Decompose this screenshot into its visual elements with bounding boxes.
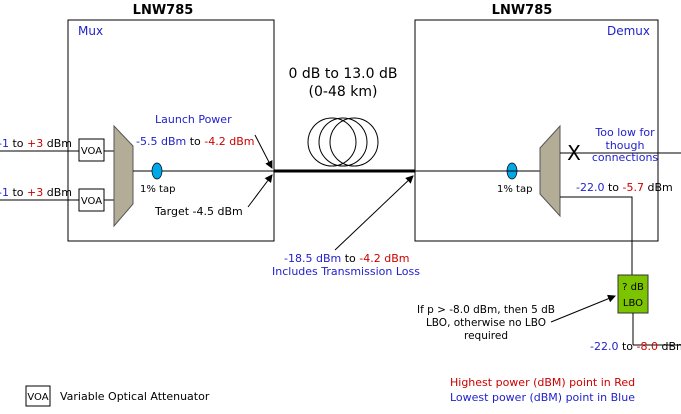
legend-voa-key-label: VOA [27, 392, 48, 403]
lbo-box [617, 274, 649, 314]
lbo-line1: ? dB [622, 282, 644, 293]
lbo-line2: LBO [623, 298, 643, 309]
legend-voa-key [25, 385, 51, 407]
input-2-range: -1 to +3 dBm [0, 186, 72, 199]
lbo-note-line1: If p > -8.0 dBm, then 5 dB [417, 304, 555, 316]
tap-left [151, 162, 163, 180]
voa-1 [78, 138, 105, 162]
mux-shape [113, 124, 134, 228]
span-loss: 0 dB to 13.0 dB [289, 66, 398, 82]
demux-out-range: -22.0 to -5.7 dBm [576, 181, 673, 194]
demux-box [414, 19, 659, 242]
too-low-line1: Too low for [594, 126, 655, 139]
right-node-title: LNW785 [492, 3, 553, 18]
launch-power-range: -5.5 dBm to -4.2 dBm [136, 135, 254, 148]
launch-power-label: Launch Power [155, 113, 232, 126]
received-note: Includes Transmission Loss [272, 265, 420, 278]
left-node-title: LNW785 [133, 3, 194, 18]
tap-right-label: 1% tap [497, 184, 532, 195]
blocked-mark: X [567, 141, 581, 165]
fiber-coil-icon [307, 117, 379, 167]
target-label: Target -4.5 dBm [154, 205, 243, 218]
demux-shape [539, 124, 561, 218]
lbo-note-line3: required [464, 330, 508, 342]
voa-1-label: VOA [81, 146, 102, 157]
too-low-line2: though [606, 139, 645, 152]
demux-label: Demux [607, 24, 650, 38]
lbo-note-line2: LBO, otherwise no LBO [426, 317, 546, 329]
legend-red-note: Highest power (dBM) point in Red [450, 376, 635, 389]
input-1-range: -1 to +3 dBm [0, 137, 72, 150]
received-range: -18.5 dBm to -4.2 dBm [284, 252, 409, 265]
mux-label: Mux [78, 24, 103, 38]
too-low-line3: connections [592, 151, 659, 164]
span-distance: (0-48 km) [309, 84, 378, 100]
tap-left-label: 1% tap [140, 184, 175, 195]
legend-blue-note: Lowest power (dBM) point in Blue [450, 391, 635, 404]
voa-2-label: VOA [81, 196, 102, 207]
legend-voa-desc: Variable Optical Attenuator [60, 390, 210, 403]
mux-box [67, 19, 275, 242]
lbo-out-range: -22.0 to -8.0 dBm [590, 340, 681, 353]
